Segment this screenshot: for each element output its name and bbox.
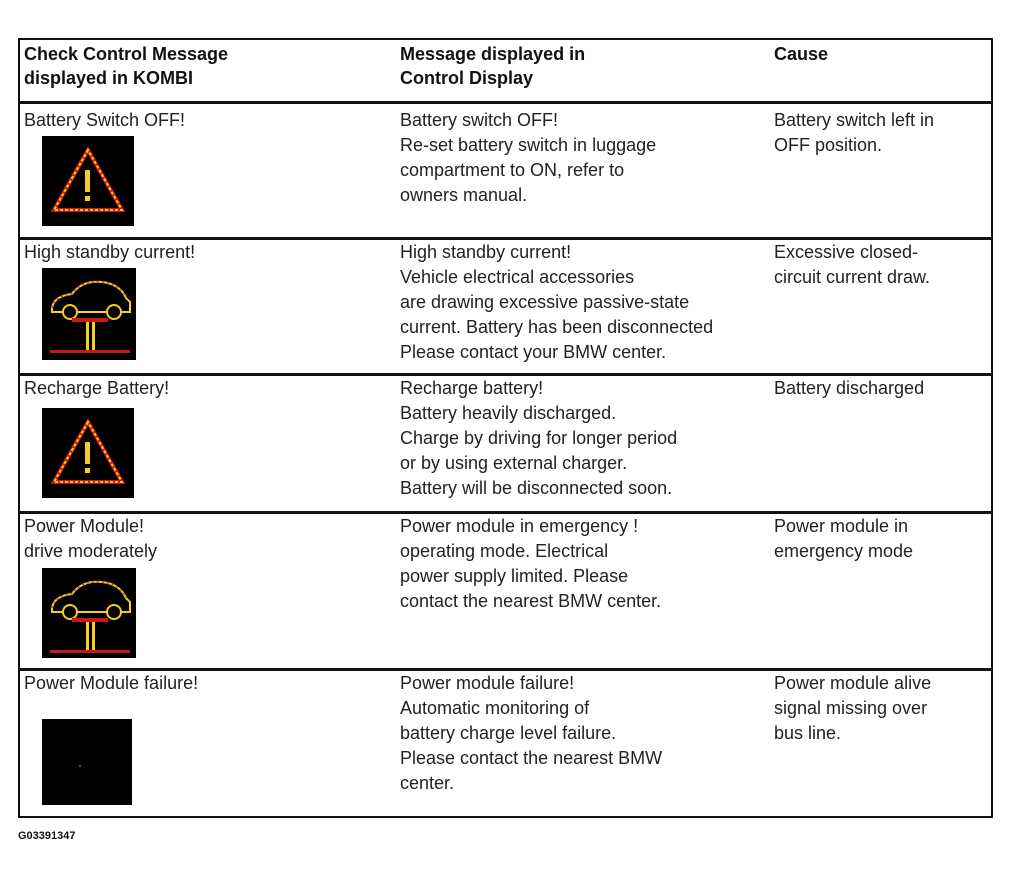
cause-text: Power module alive signal missing over b… <box>774 673 932 743</box>
row-divider <box>20 373 991 376</box>
row-divider <box>20 668 991 671</box>
header-kombi: Check Control Message displayed in KOMBI <box>24 44 229 88</box>
kombi-message: High standby current! <box>24 242 196 262</box>
header-control-display: Message displayed in Control Display <box>400 44 586 88</box>
blank-display-icon <box>42 719 132 805</box>
table-row: Battery Switch OFF! Battery switch OFF! … <box>20 106 991 237</box>
car-lift-icon <box>42 268 136 360</box>
display-message: Battery switch OFF! Re-set battery switc… <box>400 110 657 205</box>
cause-text: Excessive closed- circuit current draw. <box>774 242 931 287</box>
warning-triangle-icon <box>42 408 134 498</box>
row-divider <box>20 237 991 240</box>
display-message: High standby current! Vehicle electrical… <box>400 242 714 362</box>
table-header: Check Control Message displayed in KOMBI… <box>20 40 991 104</box>
table-row: Power Module failure! Power module failu… <box>20 671 991 816</box>
car-lift-icon <box>42 568 136 658</box>
table-row: Power Module! drive moderately Power mod… <box>20 514 991 668</box>
kombi-message: Power Module failure! <box>24 673 199 693</box>
table-row: Recharge Battery! Recharge battery! Batt… <box>20 376 991 511</box>
kombi-message: Recharge Battery! <box>24 378 170 398</box>
check-control-table: Check Control Message displayed in KOMBI… <box>18 38 993 818</box>
kombi-message: Battery Switch OFF! <box>24 110 186 130</box>
display-message: Power module failure! Automatic monitori… <box>400 673 663 793</box>
display-message: Recharge battery! Battery heavily discha… <box>400 378 678 498</box>
cause-text: Battery discharged <box>774 378 925 398</box>
display-message: Power module in emergency ! operating mo… <box>400 516 662 611</box>
cause-text: Battery switch left in OFF position. <box>774 110 935 155</box>
cause-text: Power module in emergency mode <box>774 516 914 561</box>
table-row: High standby current! High standby curre… <box>20 240 991 373</box>
kombi-message: Power Module! drive moderately <box>24 516 158 561</box>
warning-triangle-icon <box>42 136 134 226</box>
row-divider <box>20 511 991 514</box>
figure-code: G03391347 <box>18 830 76 842</box>
header-cause: Cause <box>774 44 829 64</box>
